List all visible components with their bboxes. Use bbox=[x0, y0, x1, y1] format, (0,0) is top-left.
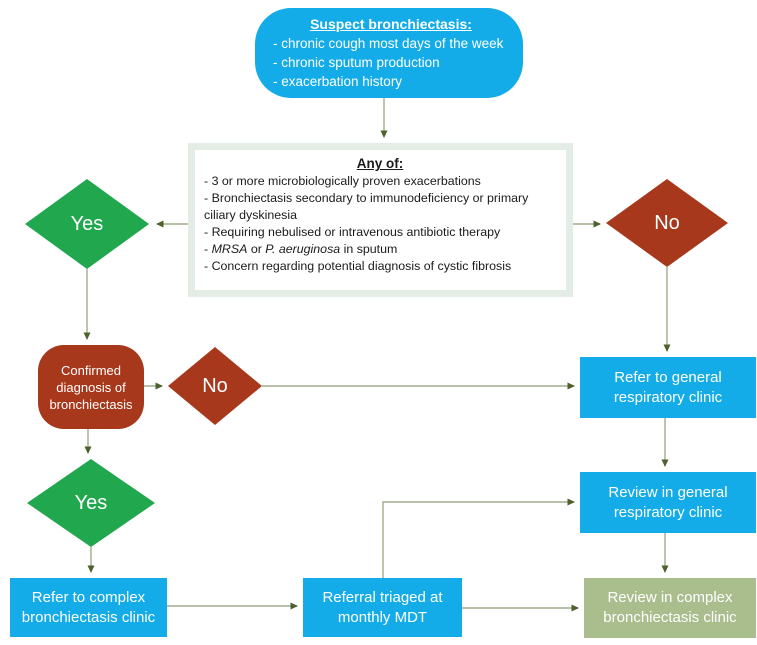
organism-mrsa: MRSA bbox=[211, 242, 248, 256]
criteria-item: - Requiring nebulised or intravenous ant… bbox=[204, 225, 501, 239]
review-general-node: Review in general respiratory clinic bbox=[580, 472, 756, 533]
start-node-item: - chronic cough most days of the week bbox=[273, 36, 504, 51]
sputum-suffix: in sputum bbox=[340, 242, 398, 256]
criteria-item: - 3 or more microbiologically proven exa… bbox=[204, 174, 481, 188]
criteria-node: Any of: - 3 or more microbiologically pr… bbox=[188, 143, 573, 297]
review-complex-node: Review in complex bronchiectasis clinic bbox=[584, 578, 756, 638]
refer-general-node: Refer to general respiratory clinic bbox=[580, 357, 756, 418]
criteria-item: - Bronchiectasis secondary to immunodefi… bbox=[204, 191, 529, 222]
start-node-item: - exacerbation history bbox=[273, 74, 403, 89]
criteria-node-title: Any of: bbox=[356, 156, 404, 171]
criteria-item-sputum: - MRSA or P. aeruginosa in sputum bbox=[204, 241, 556, 258]
mdt-node: Referral triaged at monthly MDT bbox=[303, 578, 462, 637]
organism-aeruginosa: P. aeruginosa bbox=[265, 242, 341, 256]
confirmed-diagnosis-node: Confirmed diagnosis of bronchiectasis bbox=[38, 345, 144, 429]
start-node-item: - chronic sputum production bbox=[273, 55, 440, 70]
criteria-item: - Concern regarding potential diagnosis … bbox=[204, 259, 512, 273]
arrow-mdt-to-review-general bbox=[382, 498, 575, 578]
sputum-conjunction: or bbox=[247, 242, 266, 256]
sputum-dash: - bbox=[204, 242, 212, 256]
start-node-title: Suspect bronchiectasis: bbox=[310, 16, 472, 32]
start-node: Suspect bronchiectasis: - chronic cough … bbox=[255, 8, 523, 98]
refer-complex-node: Refer to complex bronchiectasis clinic bbox=[10, 578, 167, 637]
